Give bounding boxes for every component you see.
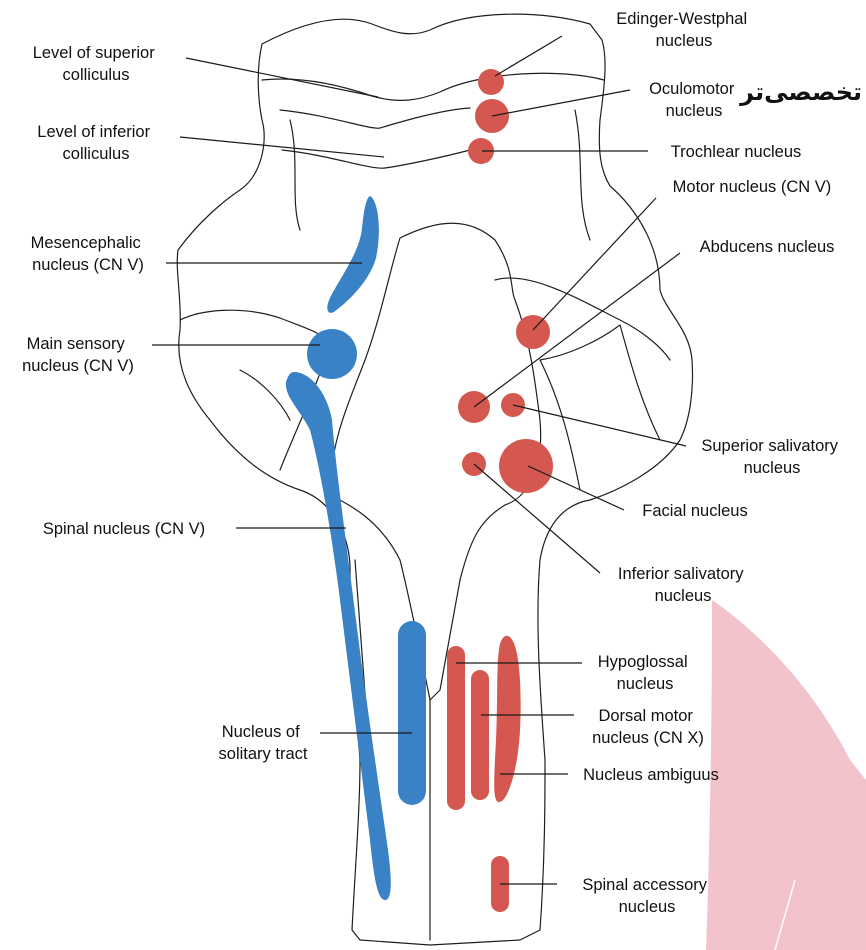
leader-level-superior	[186, 58, 378, 97]
motor-nucleus-v-shape	[516, 315, 550, 349]
label-sup-salivatory: Superior salivatory nucleus	[701, 437, 842, 477]
leader-oculomotor	[492, 90, 630, 116]
label-trochlear: Trochlear nucleus	[671, 143, 802, 161]
label-level-inferior: Level of inferior colliculus	[37, 123, 154, 163]
label-inf-salivatory: Inferior salivatory nucleus	[618, 565, 748, 605]
label-facial: Facial nucleus	[642, 502, 747, 520]
facial-nucleus-shape	[499, 439, 553, 493]
label-hypoglossal: Hypoglossal nucleus	[598, 653, 692, 693]
left-peduncle-inner	[240, 370, 290, 420]
label-main-sensory: Main sensory nucleus (CN V)	[22, 335, 134, 375]
watermark-text: تخصصی‌تر	[739, 78, 862, 106]
label-abducens: Abducens nucleus	[700, 238, 835, 256]
sensory-nuclei	[286, 196, 426, 900]
label-oculomotor: Oculomotor nucleus	[649, 80, 739, 120]
label-edinger: Edinger-Westphal nucleus	[616, 10, 751, 50]
label-motor-v: Motor nucleus (CN V)	[673, 178, 832, 196]
label-level-superior: Level of superior colliculus	[33, 44, 160, 84]
labels-left: Level of superior colliculus Level of in…	[22, 44, 308, 763]
tectum-groove	[280, 108, 470, 128]
dorsal-motor-shape	[471, 670, 489, 800]
brainstem-outline	[177, 14, 692, 945]
leader-level-inferior	[180, 137, 384, 157]
main-sensory-nucleus-shape	[307, 329, 357, 379]
right-peduncle-curve	[575, 110, 590, 240]
motor-nuclei	[447, 69, 553, 912]
inferior-colliculus-groove	[282, 150, 470, 168]
tectum-inner-line	[262, 73, 604, 100]
nucleus-ambiguus-shape	[494, 636, 520, 802]
leader-sup-salivatory	[513, 405, 686, 446]
brainstem-silhouette	[177, 14, 692, 945]
label-mesencephalic: Mesencephalic nucleus (CN V)	[31, 234, 146, 274]
right-peduncle-inner	[540, 325, 660, 440]
left-peduncle-curve	[290, 120, 300, 230]
mesencephalic-nucleus-shape	[327, 196, 379, 313]
solitary-tract-shape	[398, 621, 426, 805]
spinal-nucleus-shape	[286, 372, 391, 900]
label-spinal-accessory: Spinal accessory nucleus	[582, 876, 711, 916]
label-dorsal-motor: Dorsal motor nucleus (CN X)	[592, 707, 704, 747]
label-spinal-nucleus: Spinal nucleus (CN V)	[43, 520, 205, 538]
background-accent-shape	[706, 600, 866, 950]
leader-abducens	[474, 253, 680, 407]
leader-edinger	[495, 36, 562, 76]
label-ambiguus: Nucleus ambiguus	[583, 766, 719, 784]
label-solitary: Nucleus of solitary tract	[219, 723, 308, 763]
leader-motor-v	[533, 198, 656, 330]
hypoglossal-shape	[447, 646, 465, 810]
